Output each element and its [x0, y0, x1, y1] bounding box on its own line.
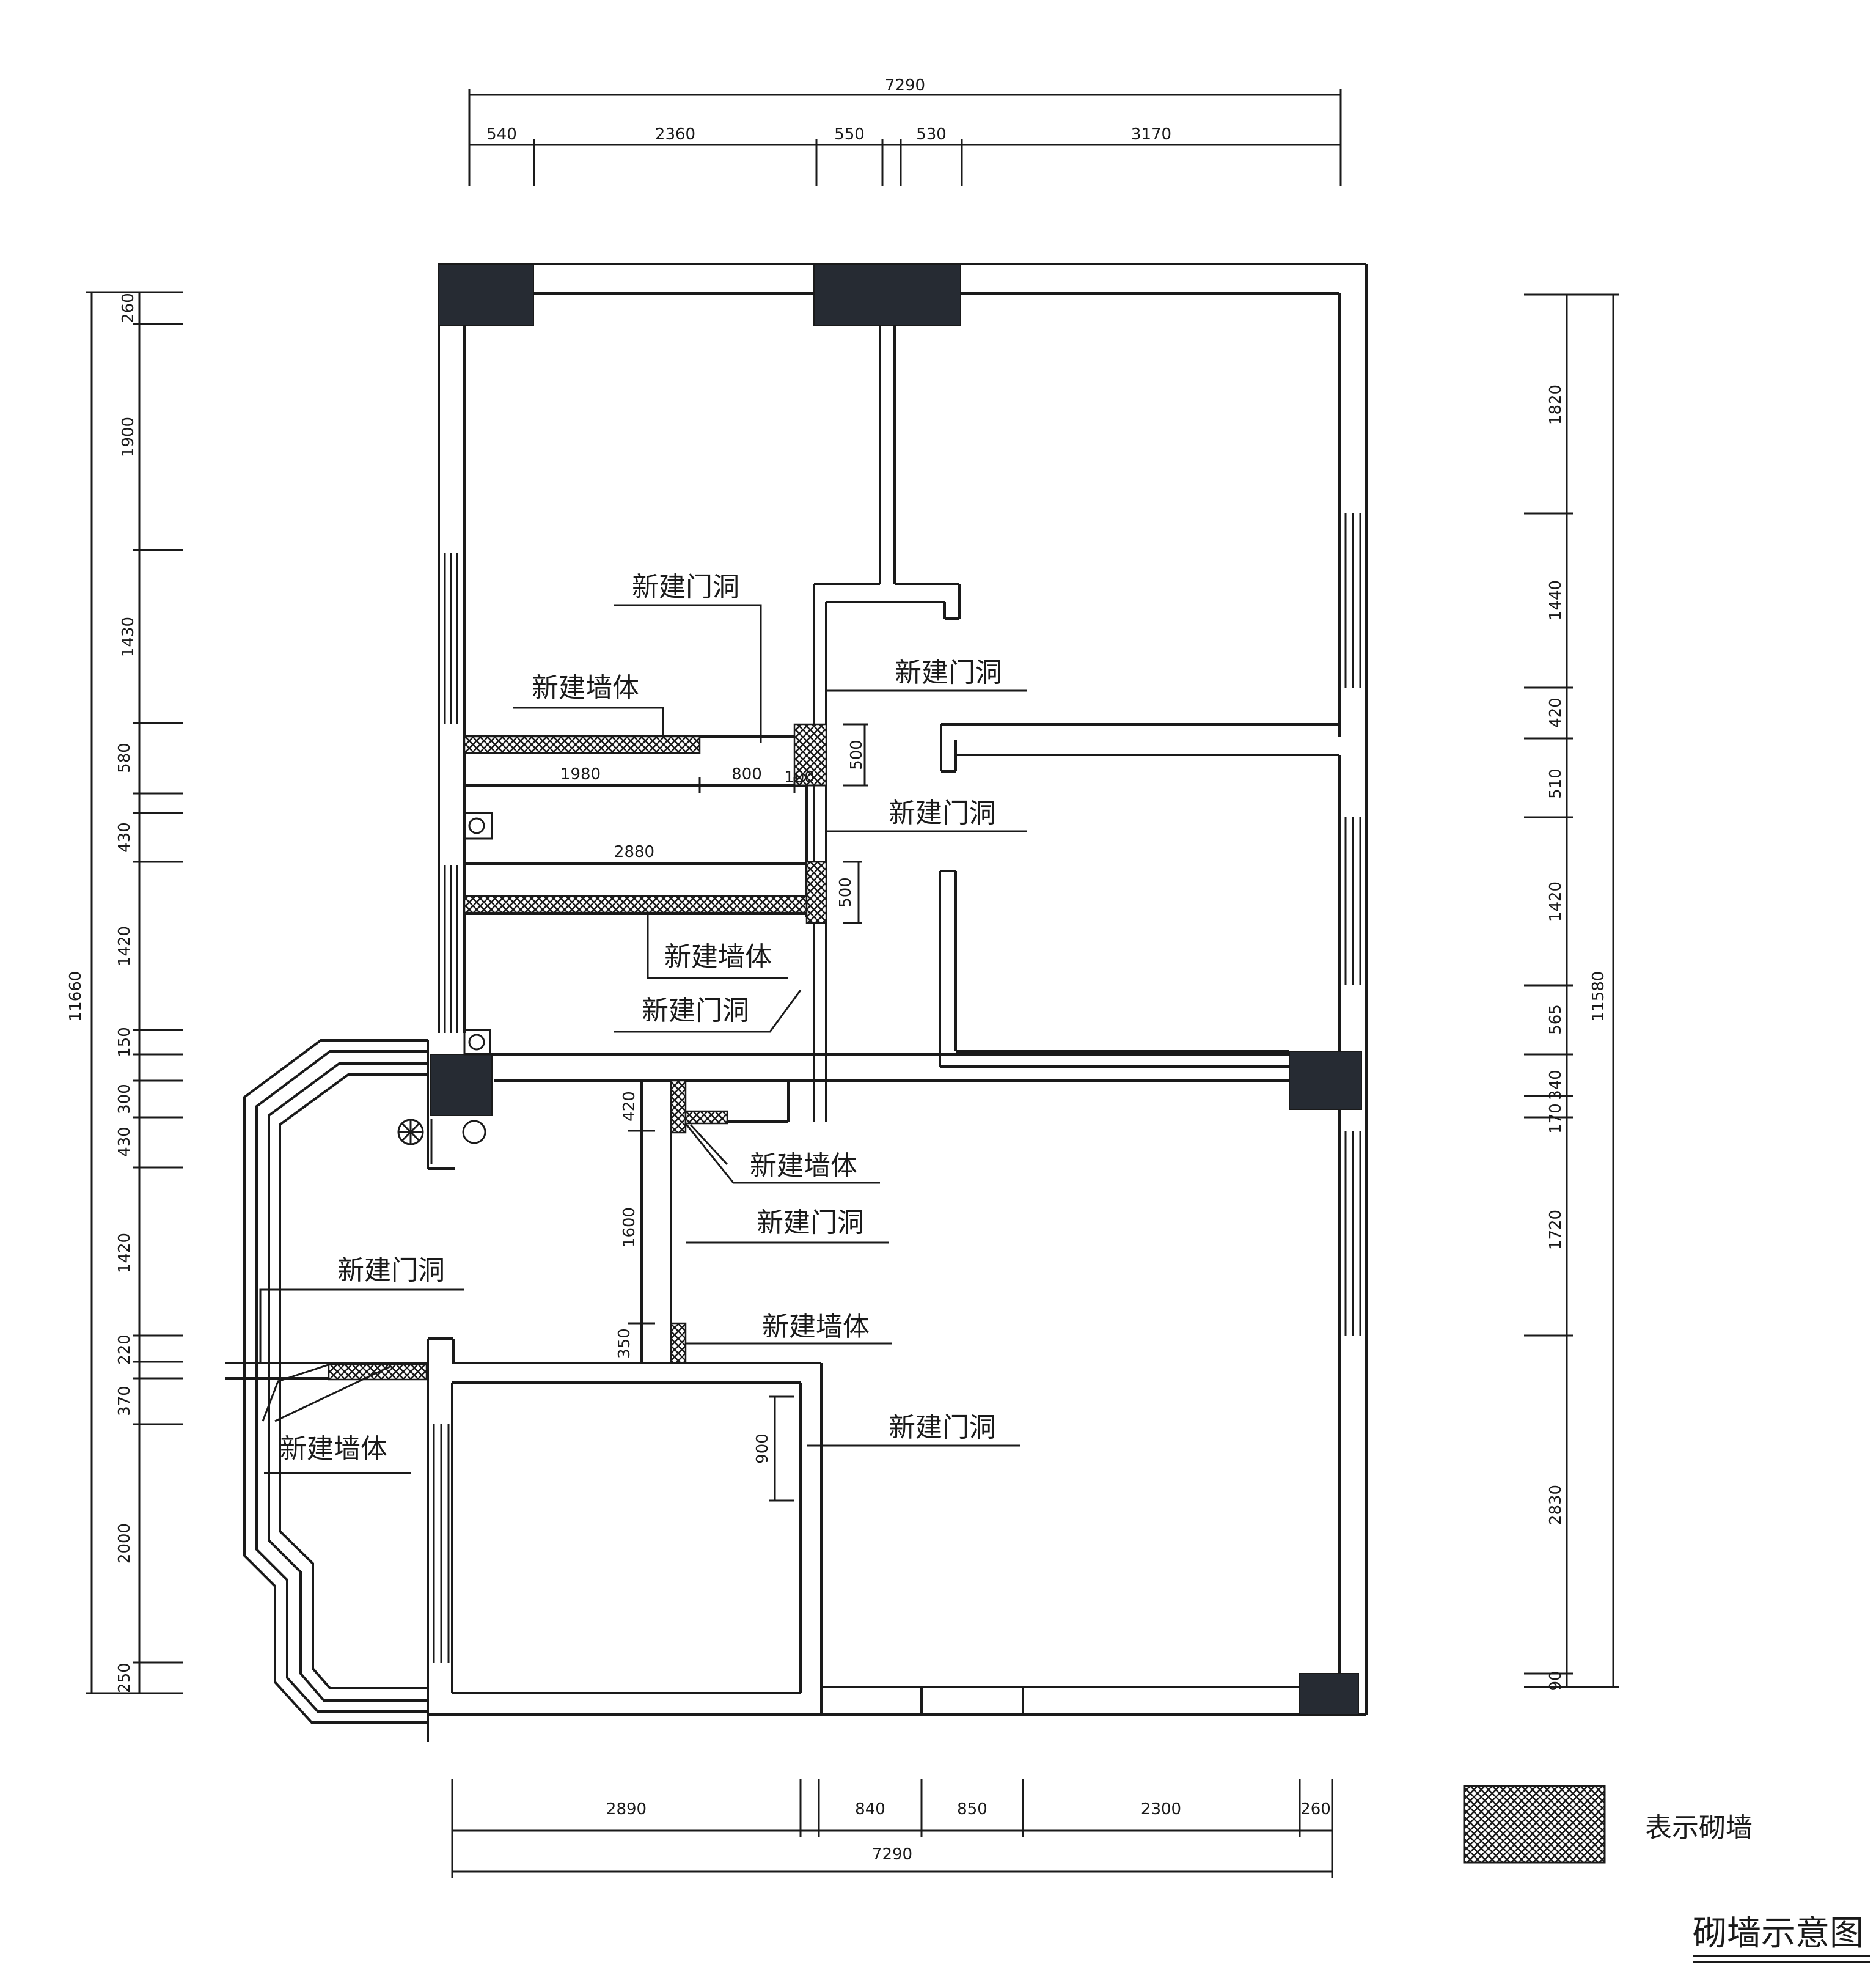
top-dimension-line: [468, 89, 1342, 186]
drawing-title: 砌墙示意图: [1693, 1914, 1864, 1953]
bottom-dim-3: 850: [957, 1800, 987, 1818]
left-dim-4: 580: [115, 743, 134, 773]
left-dim-12: 370: [115, 1386, 134, 1416]
label-new-door-5: 新建门洞: [757, 1207, 864, 1238]
right-dim-6: 565: [1547, 1004, 1565, 1035]
windows: [430, 513, 1361, 1663]
top-dim-5: 3170: [1131, 125, 1171, 144]
right-dim-9: 1720: [1547, 1210, 1565, 1250]
label-new-door-2: 新建门洞: [895, 657, 1002, 688]
top-total-dim: 7290: [885, 76, 925, 95]
floor-drain-icon: [462, 1120, 486, 1144]
bottom-dimension-line: [451, 1779, 1333, 1878]
left-dim-1: 260: [119, 293, 137, 323]
top-dim-4: 530: [916, 125, 947, 144]
left-dim-6: 1420: [115, 926, 134, 966]
legend-brick-swatch: [1463, 1785, 1606, 1864]
fixtures: [397, 812, 493, 1145]
right-dim-5: 1420: [1547, 881, 1565, 922]
right-dim-1: 1820: [1547, 384, 1565, 425]
label-new-wall-2: 新建墙体: [664, 941, 772, 972]
right-dim-3: 420: [1547, 697, 1565, 728]
top-dim-1: 540: [486, 125, 517, 144]
label-new-door-4: 新建门洞: [642, 995, 749, 1026]
annotation-leaders: [259, 604, 1027, 1474]
bottom-dim-5: 260: [1300, 1800, 1331, 1818]
left-dim-2: 1900: [119, 417, 137, 457]
left-dim-8: 300: [115, 1084, 134, 1114]
right-total-dim: 11580: [1589, 971, 1608, 1022]
label-new-wall-4: 新建墙体: [762, 1311, 870, 1342]
interior-dimensions: [464, 723, 868, 1502]
left-dim-3: 1430: [119, 617, 137, 657]
label-new-door-7: 新建门洞: [337, 1255, 445, 1286]
int-dim-350: 350: [615, 1328, 634, 1359]
pipe-box-icon: [463, 812, 493, 840]
right-dim-10: 2830: [1547, 1485, 1565, 1525]
bottom-total-dim: 7290: [872, 1845, 912, 1864]
bottom-dim-2: 840: [855, 1800, 885, 1818]
int-dim-1980: 1980: [560, 765, 601, 784]
right-dim-4: 510: [1547, 768, 1565, 799]
top-dim-3: 550: [834, 125, 865, 144]
int-dim-420: 420: [620, 1091, 639, 1122]
left-dim-9: 430: [115, 1127, 134, 1157]
int-dim-900: 900: [753, 1433, 772, 1464]
drain-icon: [468, 817, 485, 834]
int-dim-500b: 500: [837, 877, 855, 908]
walls: [225, 263, 1368, 1742]
right-dim-8: 170: [1547, 1103, 1565, 1134]
left-dim-7: 150: [115, 1027, 134, 1057]
left-dim-5: 430: [115, 822, 134, 853]
int-dim-500a: 500: [848, 740, 866, 770]
right-dim-11: 90: [1547, 1670, 1565, 1691]
int-dim-800: 800: [731, 765, 762, 784]
left-total-dim: 11660: [67, 971, 85, 1022]
int-dim-1600: 1600: [620, 1207, 639, 1248]
label-new-wall-1: 新建墙体: [532, 672, 639, 704]
int-dim-2880: 2880: [614, 843, 654, 861]
label-new-wall-5: 新建墙体: [280, 1433, 387, 1465]
left-dim-10: 1420: [115, 1233, 134, 1273]
right-dim-2: 1440: [1547, 580, 1565, 620]
label-new-door-1: 新建门洞: [632, 572, 739, 603]
right-dimension-line: [1524, 293, 1619, 1688]
int-dim-100: 100: [784, 768, 815, 787]
right-dim-7: 340: [1547, 1070, 1565, 1100]
label-new-door-3: 新建门洞: [889, 798, 996, 829]
new-brick-walls: [328, 723, 827, 1381]
columns: [430, 263, 1362, 1715]
left-dim-13: 2000: [115, 1523, 134, 1564]
left-dim-11: 220: [115, 1334, 134, 1365]
left-dim-14: 250: [115, 1663, 134, 1693]
label-new-door-6: 新建门洞: [889, 1412, 996, 1443]
legend-label: 表示砌墙: [1645, 1812, 1753, 1843]
top-dim-2: 2360: [655, 125, 695, 144]
bottom-dim-4: 2300: [1141, 1800, 1181, 1818]
left-dimension-line: [86, 291, 183, 1694]
label-new-wall-3: 新建墙体: [750, 1150, 857, 1182]
bottom-dim-1: 2890: [606, 1800, 647, 1818]
